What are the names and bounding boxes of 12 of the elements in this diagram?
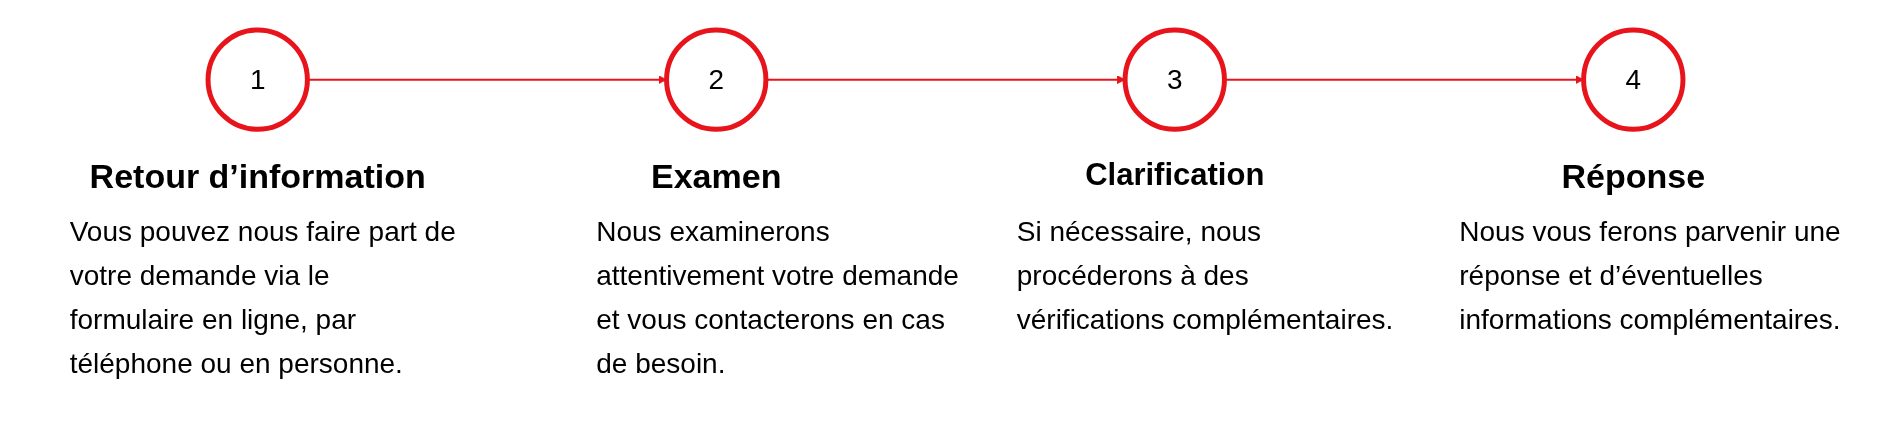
step-description: Vous pouvez nous faire part de votre demande via le formulaire en ligne, par téléphone ou en personne. [69, 214, 457, 381]
step-description: Si nécessaire, nous procéderons à des vérifications complémentaires. [1016, 214, 1395, 337]
step-heading: Examen [651, 155, 782, 197]
step-heading: Réponse [1561, 155, 1706, 197]
step-heading: Retour d’information [89, 155, 426, 197]
node-circle: 1 [205, 27, 310, 133]
node-circle: 4 [1581, 27, 1686, 133]
step-heading: Clarification [1085, 155, 1265, 193]
node-circle: 3 [1122, 27, 1227, 133]
step-description: Nous vous ferons parvenir une réponse et d’éventuelles informations complémentaires. [1459, 214, 1842, 337]
step-description: Nous examinerons attentivement votre demande et vous contacterons en cas de besoin. [596, 214, 960, 381]
node-circle: 2 [664, 27, 769, 133]
